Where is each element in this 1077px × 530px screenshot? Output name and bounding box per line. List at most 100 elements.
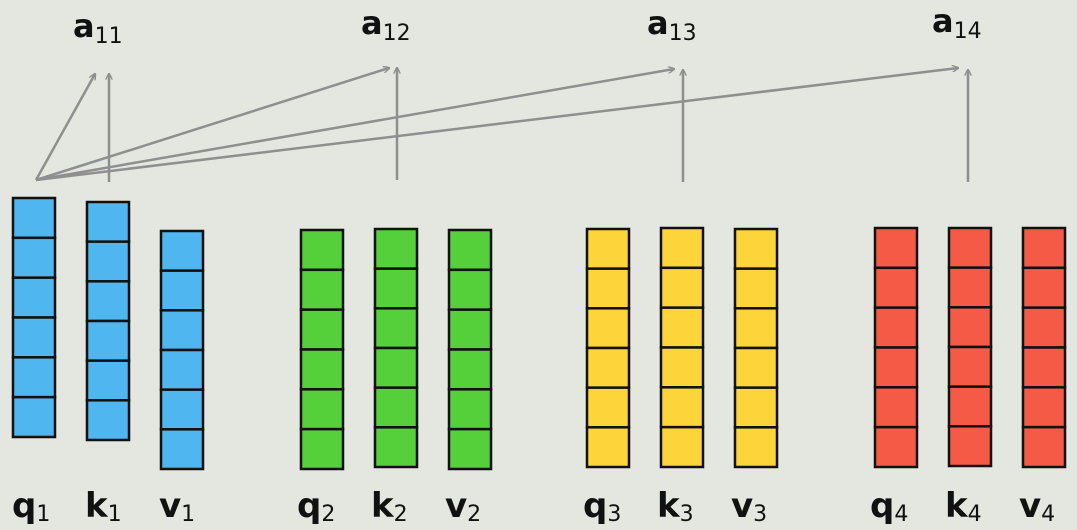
vector-cell [947, 345, 993, 388]
output-label-a11: a11 [73, 7, 123, 49]
vector-cell [85, 359, 131, 402]
vector-cell [373, 346, 419, 389]
arrows-layer [34, 68, 968, 182]
vector-cell [1021, 306, 1067, 349]
vector-cell [733, 426, 779, 469]
arrow-q1-to-a12 [35, 68, 389, 182]
vector-cell [11, 356, 57, 399]
vector-cell [947, 226, 993, 269]
vector-cell [299, 268, 345, 311]
vector-k4 [947, 226, 993, 468]
vector-cell [159, 428, 205, 471]
vector-cell [159, 269, 205, 312]
vector-cell [1021, 346, 1067, 389]
vector-cell [159, 309, 205, 352]
vector-q4 [873, 226, 919, 469]
vector-cell [947, 306, 993, 349]
vector-label-k4: k4 [945, 486, 982, 527]
vector-cell [447, 268, 493, 311]
vector-cell [447, 308, 493, 351]
vector-v3 [733, 227, 779, 469]
vector-label-q2: q2 [297, 486, 335, 527]
vector-cell [659, 386, 705, 429]
vector-label-k2: k2 [371, 486, 408, 527]
arrow-q1-to-a14 [35, 68, 958, 182]
vector-cell [873, 425, 919, 469]
vector-cell [1021, 425, 1067, 469]
vector-cell [373, 227, 419, 270]
vector-cell [85, 319, 131, 362]
vector-cell [159, 388, 205, 431]
vector-label-q1: q1 [12, 486, 50, 527]
vector-cell [85, 280, 131, 323]
output-label-a14: a14 [932, 2, 982, 44]
vector-cell [373, 426, 419, 469]
vector-cell [733, 227, 779, 270]
vector-cell [659, 425, 705, 469]
vector-q3 [585, 227, 631, 469]
vector-cell [373, 386, 419, 429]
output-label-a12: a12 [361, 4, 411, 46]
vector-cell [733, 386, 779, 429]
arrow-q1-to-a11 [34, 74, 95, 181]
vector-label-v1: v1 [159, 486, 195, 527]
vector-cell [85, 399, 131, 442]
vector-label-v4: v4 [1019, 486, 1055, 527]
vector-cell [659, 226, 705, 270]
vector-k3 [659, 226, 705, 469]
vector-cell [585, 267, 631, 310]
vector-cell [873, 346, 919, 389]
vector-cell [659, 346, 705, 389]
vector-cell [585, 426, 631, 469]
vector-cell [585, 227, 631, 270]
vector-q1 [11, 196, 57, 439]
vector-label-q3: q3 [583, 486, 621, 527]
output-labels: a11 a12 a13 a14 [73, 2, 982, 49]
vector-cell [873, 306, 919, 349]
vector-cell [585, 386, 631, 429]
vector-k2 [373, 227, 419, 469]
vector-v1 [159, 229, 205, 471]
arrow-q1-to-a13 [35, 69, 674, 182]
vector-cell [1021, 386, 1067, 429]
vector-cell [873, 226, 919, 270]
vector-label-k1: k1 [85, 486, 122, 527]
vector-cell [947, 385, 993, 428]
vector-label-k3: k3 [657, 486, 694, 527]
vector-cell [11, 316, 57, 359]
vector-cell [447, 427, 493, 471]
vector-cell [447, 388, 493, 431]
vector-cell [299, 427, 345, 471]
vector-v2 [447, 228, 493, 471]
vector-cell [947, 425, 993, 468]
vector-cell [373, 307, 419, 350]
vector-cell [873, 386, 919, 429]
vector-cell [11, 276, 57, 319]
vector-cell [659, 306, 705, 349]
vector-cell [947, 266, 993, 309]
vector-cell [1021, 266, 1067, 309]
vector-cell [299, 388, 345, 431]
vector-labels: q1 k1 v1 q2 k2 v2 q3 k3 [12, 486, 1055, 527]
vector-cell [299, 308, 345, 351]
vector-cell [733, 346, 779, 389]
vector-cell [873, 266, 919, 309]
vector-cell [733, 307, 779, 350]
vector-cell [85, 240, 131, 283]
vector-cell [159, 229, 205, 272]
vector-cell [447, 348, 493, 391]
vector-cell [11, 395, 57, 439]
vector-cell [1021, 226, 1067, 270]
output-label-a13: a13 [647, 4, 697, 46]
vector-cell [373, 267, 419, 310]
vector-cell [299, 348, 345, 391]
vector-cell [733, 267, 779, 310]
vector-cell [85, 200, 131, 243]
vector-k1 [85, 200, 131, 442]
vector-cell [585, 346, 631, 389]
vector-cell [585, 307, 631, 350]
vector-label-v3: v3 [731, 486, 767, 527]
vector-cell [659, 266, 705, 309]
